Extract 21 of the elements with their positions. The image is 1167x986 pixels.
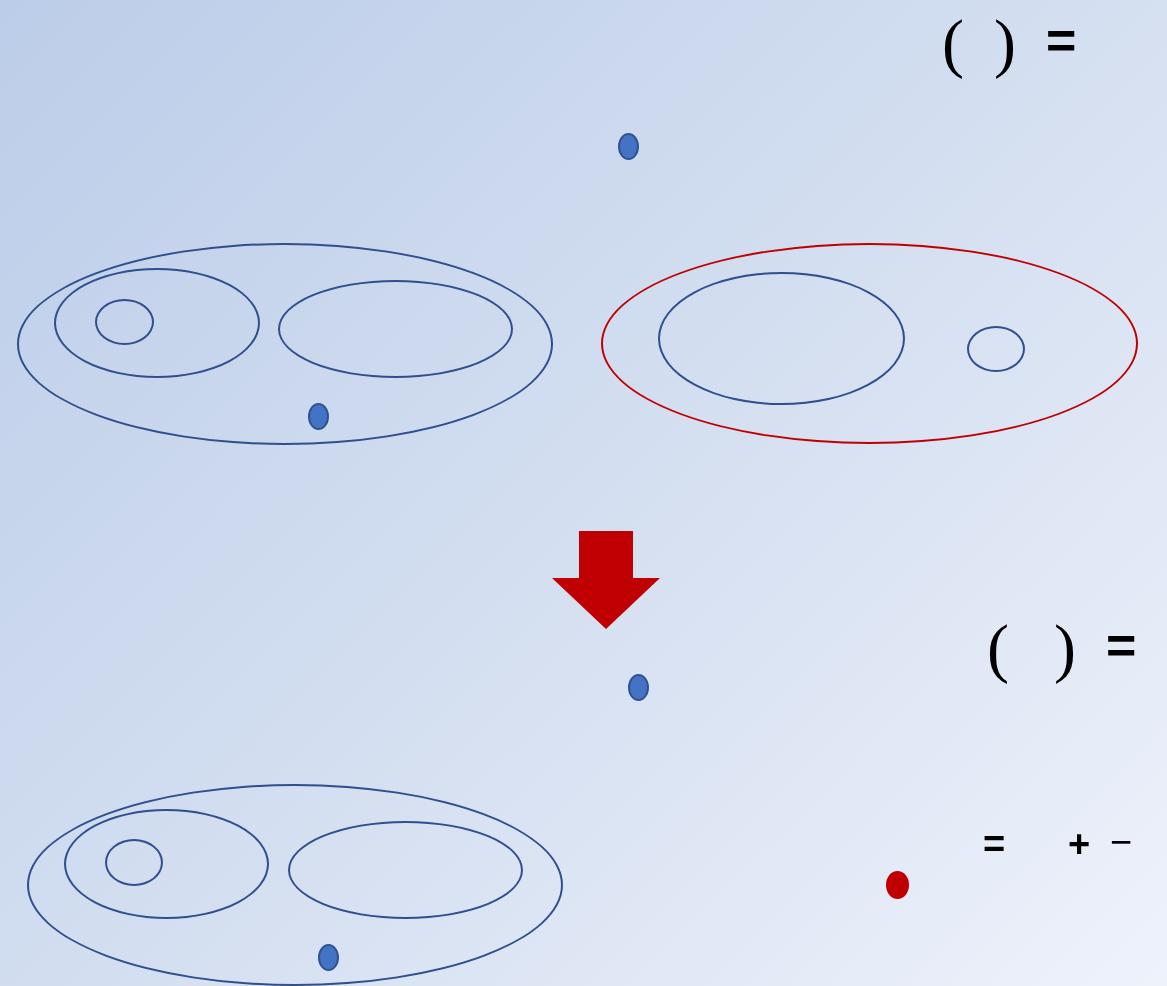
ellipse-outline [658,272,905,405]
dot [886,871,909,899]
ellipse-outline [27,784,563,986]
ellipse-outline [17,243,553,445]
math-symbol: = [1106,619,1137,671]
math-symbol: = [1046,14,1077,66]
math-symbol: + [1068,825,1091,863]
ellipse-outline [95,299,154,345]
ellipse-outline [64,809,269,919]
ellipse-outline [54,268,260,378]
ellipse-outline [601,243,1138,444]
ellipse-outline [105,839,163,886]
math-symbol: − [1110,823,1133,861]
ellipse-outline [278,280,513,378]
dot [308,403,329,430]
ellipse-outline [967,326,1025,372]
dot [628,674,649,701]
dot [318,944,339,971]
ellipse-outline [288,821,523,919]
math-symbol: = [983,825,1006,863]
dot [618,133,639,160]
